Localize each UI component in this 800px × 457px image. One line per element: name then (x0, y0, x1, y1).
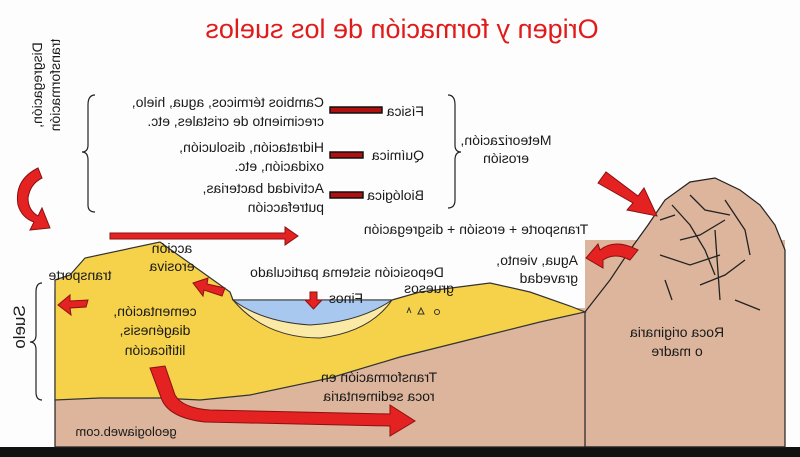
label-fisica: Física (386, 103, 424, 119)
deposition-label: Deposición sistema particulado (250, 264, 444, 280)
bar-biologica (329, 191, 364, 199)
weathering-arrow-icon (597, 171, 658, 217)
meteorization-line-1: Meteorización, (460, 132, 551, 148)
brace-meteorization (447, 94, 462, 209)
parent-rock-mountain (584, 177, 786, 448)
cementation-line-2: diagénesis, (120, 322, 191, 338)
quimica-desc-2: oxidación, etc. (235, 158, 325, 174)
soil-label: Suelo (10, 305, 29, 348)
quimica-desc-1: Hidratación, disolución, (179, 139, 324, 155)
rock-cracks-icon (659, 194, 761, 311)
fines-label: Finos (329, 290, 363, 306)
transformation-line-2: roca sedimentaria (323, 388, 434, 404)
cementation-line-1: cementación, (113, 303, 196, 319)
cementation-line-3: litificación (125, 342, 186, 358)
side-label-line-2: transformación (47, 39, 63, 132)
curved-arrow-icon (16, 167, 51, 231)
biologica-desc-1: Actividad bacterias, (203, 180, 324, 196)
lithification-arrow-icon (149, 365, 416, 437)
water-basin (231, 299, 394, 326)
parent-rock-line-2: o madre (651, 343, 703, 359)
label-quimica: Química (372, 147, 424, 163)
agents-arrow-icon (585, 243, 639, 269)
fisica-desc-1: Cambios térmicos, agua, hielo, (132, 94, 324, 110)
coarse-label: gruesos (404, 280, 454, 296)
transport-arrow-icon (109, 226, 299, 246)
transport-line: Transporte + erosión + disgregación (364, 221, 588, 237)
erosion-arrow-icon (192, 277, 226, 298)
fisica-desc-2: crecimiento de cristales, etc. (147, 113, 324, 129)
transport-left-arrow-icon (57, 293, 89, 317)
brace-processes (81, 94, 96, 213)
transport-label: transporte (48, 267, 111, 283)
credit-text: geologiaweb.com (75, 424, 176, 439)
transformation-line-1: Transformación en (321, 369, 437, 385)
meteorization-line-2: erosión (483, 150, 529, 166)
biologica-desc-2: putrefacción (248, 199, 324, 215)
page-title: Origen y formación de los suelos (205, 14, 598, 44)
side-label-line-1: Disgregación, (29, 42, 45, 128)
coarse-grains-icon (406, 306, 440, 315)
label-biologica: Biológica (367, 187, 424, 203)
parent-rock-line-1: Roca originaria (630, 324, 724, 340)
erosive-line-1: acción (152, 240, 192, 256)
fines-arrow-icon (303, 291, 324, 310)
agents-line-2: gravedad (520, 270, 578, 286)
agents-line-1: Agua, viento, (496, 252, 578, 268)
bar-fisica (329, 106, 383, 114)
erosive-line-2: erosiva (149, 258, 194, 274)
brace-soil (29, 282, 43, 401)
bar-quimica (329, 151, 364, 159)
